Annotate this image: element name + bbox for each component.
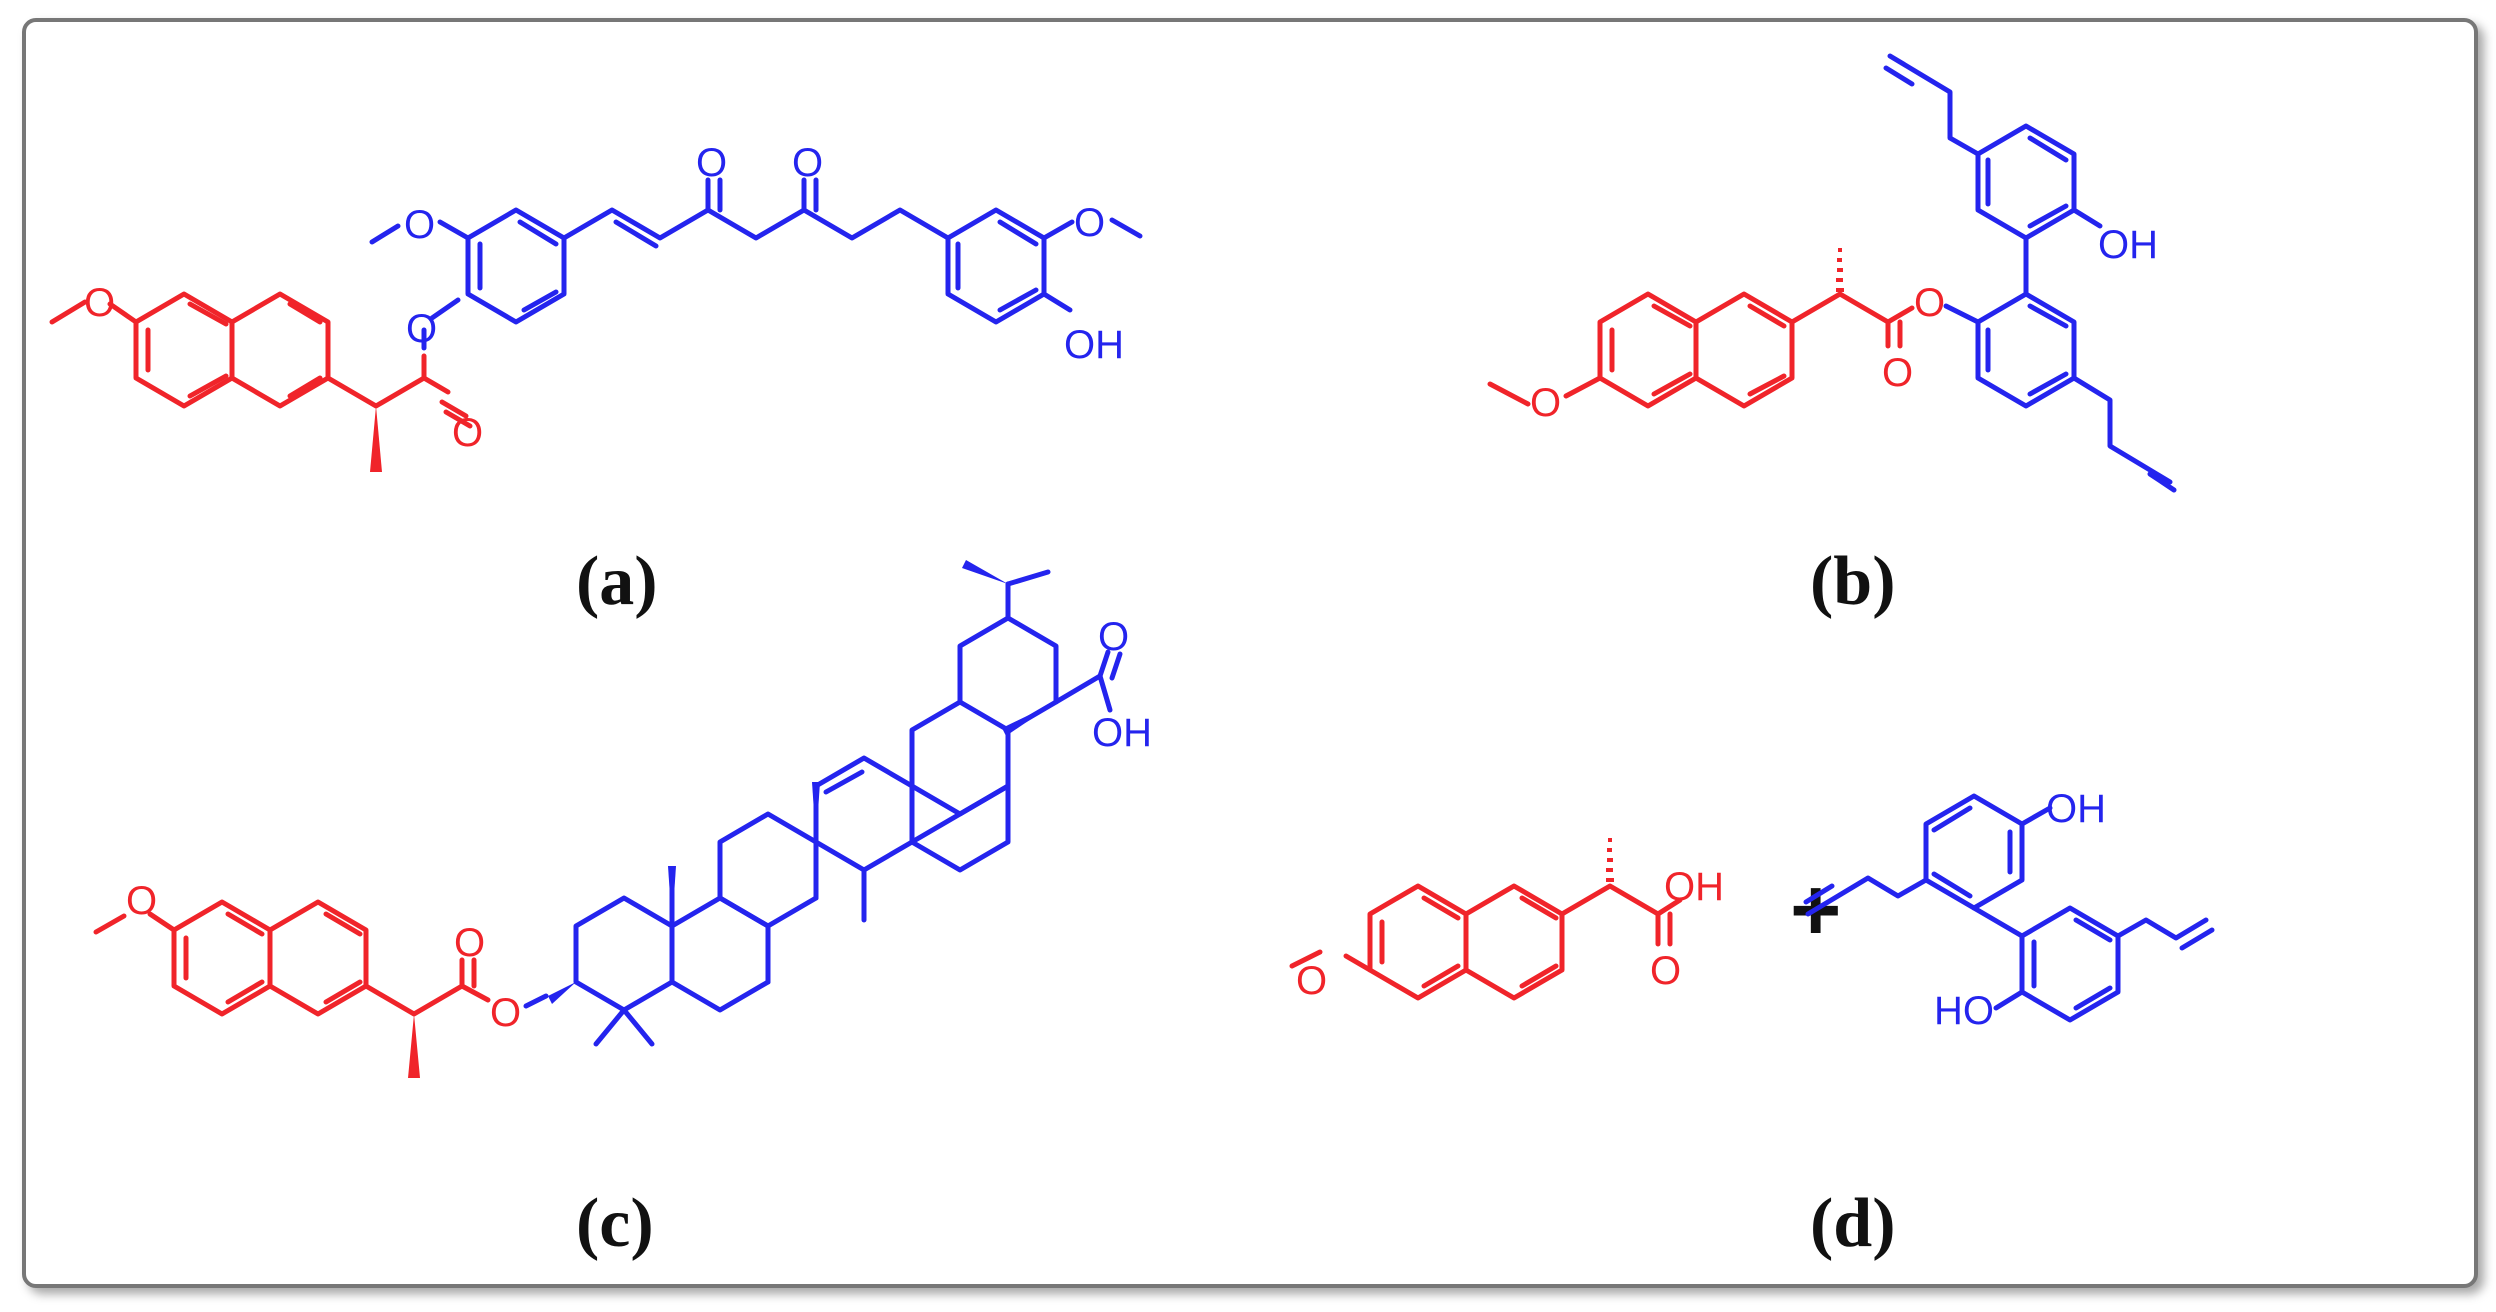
figure-frame (22, 18, 2478, 1288)
panel-d-atom-oh-acid: OH (1664, 865, 1724, 909)
panel-a-atom-o-keto1: O (696, 141, 727, 185)
panel-b-atom-o-carbonyl: O (1882, 351, 1913, 395)
panel-a-atom-oh: OH (1064, 323, 1124, 367)
panel-c: O O O (93, 560, 1152, 1262)
panel-c-wedge-me1 (668, 866, 676, 926)
panel-b-atom-o-methoxy: O (1530, 381, 1561, 425)
panel-b-biphenyl-bonds (1883, 53, 2177, 493)
panel-c-wedge-o (548, 982, 576, 1004)
panel-c-atom-oh-acid: OH (1092, 711, 1152, 755)
panel-a-caption: (a) (576, 543, 658, 620)
panel-d-biphenyl-bonds (1803, 793, 2215, 1023)
panel-b-caption: (b) (1810, 543, 1896, 620)
panel-c-atom-o-methoxy: O (126, 879, 157, 923)
panel-a: O O O O O O O OH (a) (49, 141, 1143, 620)
panel-c-atom-o-carbonyl: O (454, 921, 485, 965)
panel-d: O OH O + OH HO (d) (1289, 787, 2215, 1262)
panel-c-wedge-bond (408, 1014, 420, 1078)
panel-c-atom-o-ester: O (490, 991, 521, 1035)
panel-a-wedge-bond (370, 406, 382, 472)
panel-c-caption: (c) (576, 1185, 654, 1262)
panel-d-atom-oh-top: OH (2046, 787, 2106, 831)
panel-c-wedge-acid (1002, 702, 1056, 736)
panel-c-triterpene-bonds (523, 581, 1059, 1047)
panel-d-hashed-bond (1606, 838, 1614, 882)
panel-d-caption: (d) (1810, 1185, 1896, 1262)
panel-a-naproxen-bonds (49, 291, 473, 429)
panel-a-atom-o-ester: O (406, 307, 437, 351)
panel-d-atom-o-methoxy: O (1296, 959, 1327, 1003)
panel-d-atom-oh-bottom: HO (1934, 989, 1994, 1033)
panel-a-atom-o-methoxy-left: O (84, 281, 115, 325)
panel-a-atom-o-methoxy-mid: O (404, 203, 435, 247)
panel-c-atom-o-acid: O (1098, 615, 1129, 659)
panel-d-atom-o-acid: O (1650, 949, 1681, 993)
panel-c-wedge-me2 (812, 782, 820, 842)
panel-c-naproxen-bonds (93, 899, 491, 1017)
panel-b-atom-oh: OH (2098, 223, 2158, 267)
panel-a-atom-o-methoxy-right: O (1074, 201, 1105, 245)
panel-c-acid-bonds (861, 569, 1123, 923)
panel-a-curcumin-bonds (369, 177, 1143, 351)
panel-a-atom-o-carbonyl: O (452, 411, 483, 455)
panel-b: O O O OH (b) (1487, 53, 2177, 620)
panel-d-naproxen-bonds (1289, 883, 1683, 1001)
panel-a-atom-o-keto2: O (792, 141, 823, 185)
panel-b-atom-o-ester: O (1914, 281, 1945, 325)
panel-c-wedge-gem (962, 560, 1008, 584)
panel-b-hashed-bond (1836, 248, 1844, 292)
panel-b-naproxen-bonds (1487, 291, 1915, 409)
